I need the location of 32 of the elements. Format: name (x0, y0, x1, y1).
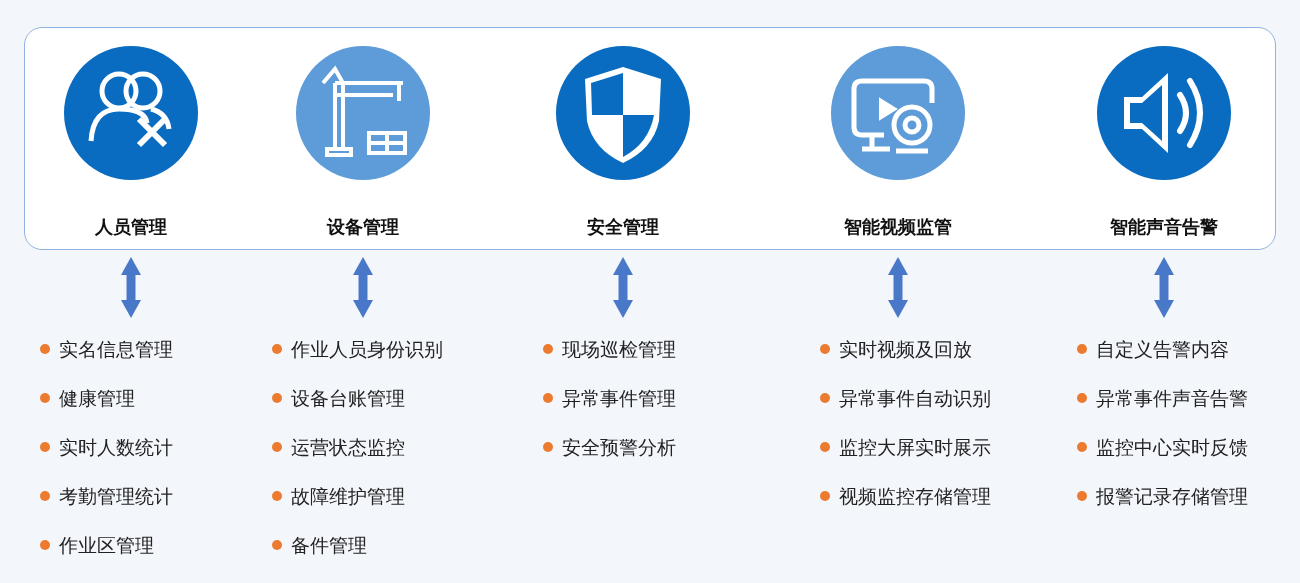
list-item: 异常事件管理 (543, 383, 773, 432)
panel-frame (24, 27, 1276, 250)
list-item: 实时人数统计 (40, 432, 270, 481)
list-item: 实时视频及回放 (820, 334, 1050, 383)
list-item: 报警记录存储管理 (1077, 481, 1300, 530)
list-item: 故障维护管理 (272, 481, 502, 530)
list-item: 实名信息管理 (40, 334, 270, 383)
list-item: 考勤管理统计 (40, 481, 270, 530)
double-arrow (121, 257, 141, 318)
list-item: 备件管理 (272, 530, 502, 579)
category-title: 智能视频监管 (844, 215, 952, 239)
list-item: 运营状态监控 (272, 432, 502, 481)
list-item: 作业区管理 (40, 530, 270, 579)
list-item: 自定义告警内容 (1077, 334, 1300, 383)
list-item: 异常事件自动识别 (820, 383, 1050, 432)
list-item: 视频监控存储管理 (820, 481, 1050, 530)
double-arrow (1154, 257, 1174, 318)
double-arrow (353, 257, 373, 318)
list-item: 异常事件声音告警 (1077, 383, 1300, 432)
list-item: 健康管理 (40, 383, 270, 432)
list-item: 设备台账管理 (272, 383, 502, 432)
category-title: 人员管理 (95, 215, 167, 239)
category-title: 安全管理 (587, 215, 659, 239)
list-item: 监控大屏实时展示 (820, 432, 1050, 481)
list-item: 现场巡检管理 (543, 334, 773, 383)
category-title: 智能声音告警 (1110, 215, 1218, 239)
double-arrow (888, 257, 908, 318)
category-title: 设备管理 (327, 215, 399, 239)
list-item: 安全预警分析 (543, 432, 773, 481)
double-arrow (613, 257, 633, 318)
list-item: 监控中心实时反馈 (1077, 432, 1300, 481)
list-item: 作业人员身份识别 (272, 334, 502, 383)
